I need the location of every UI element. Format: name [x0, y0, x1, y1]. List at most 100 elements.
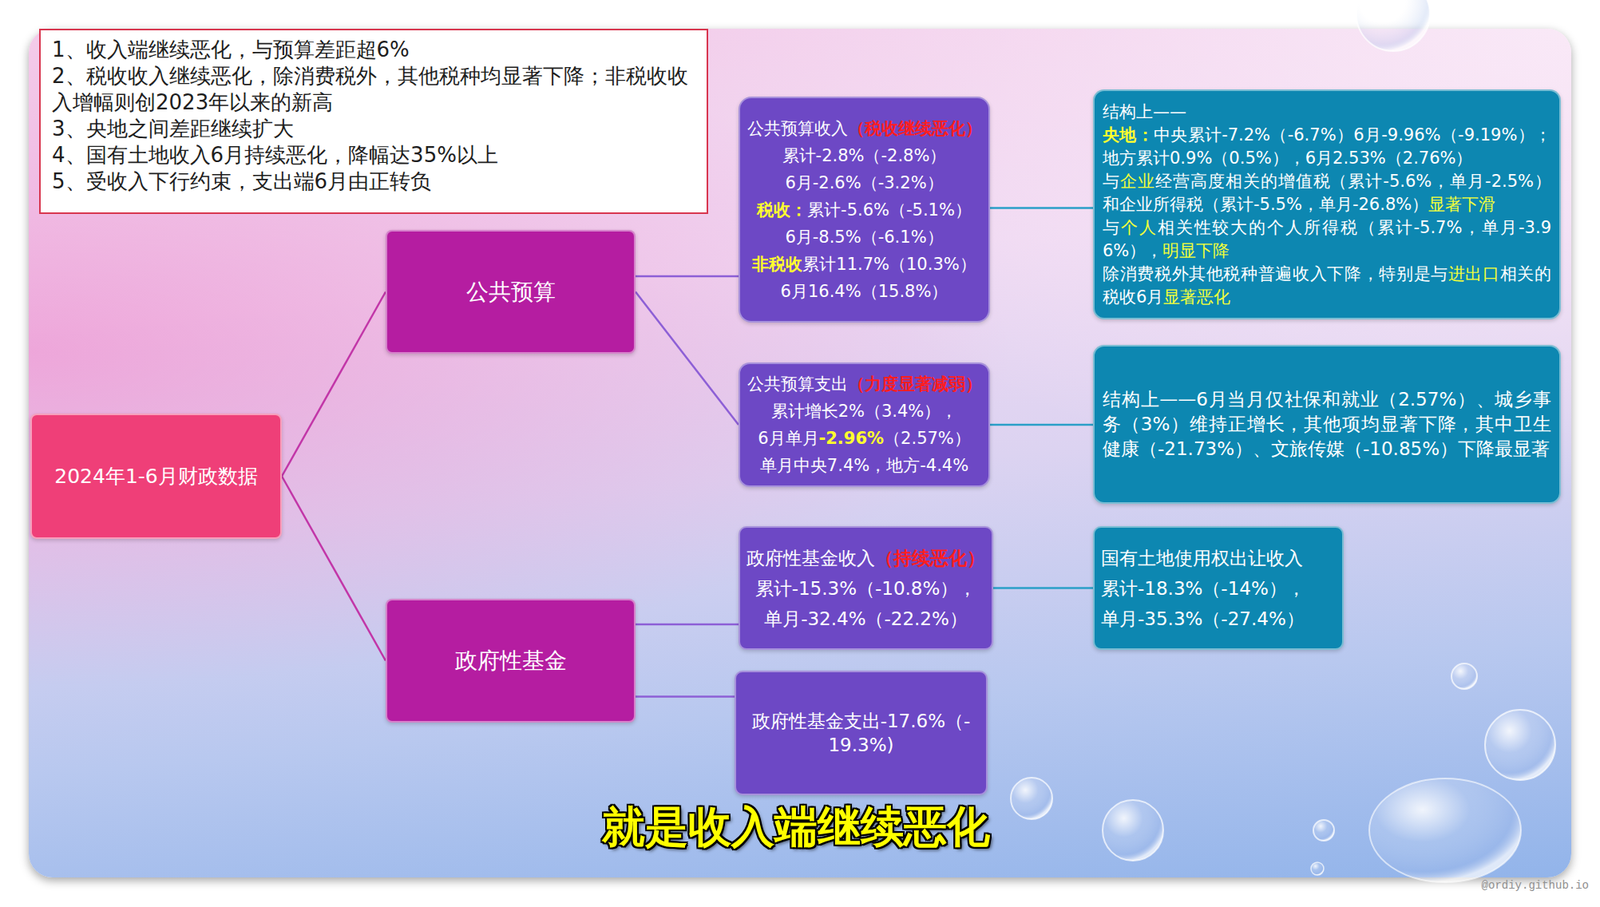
node-text: 3、央地之间差距继续扩大 [51, 116, 294, 141]
data-box: 公共预算收入（税收继续恶化） 累计-2.8%（-2.8%） 6月-2.6%（-3.2… [738, 96, 991, 323]
bubble [1451, 663, 1478, 690]
text-line: 单月-35.3%（-27.4%） [1100, 603, 1336, 634]
bubble [1313, 819, 1335, 841]
bubble [1356, 0, 1430, 52]
category-box: 政府性基金 [385, 598, 636, 723]
text-line: 公共预算收入（税收继续恶化） [744, 114, 984, 143]
bubble [1310, 862, 1324, 876]
node-text: 政府性基金 [455, 647, 567, 674]
text-line: 非税收累计11.7%（10.3%） [744, 250, 984, 278]
connector [990, 206, 1094, 210]
text-line: 2、税收收入继续恶化，除消费税外，其他税种均显著下降；非税收收入增幅则创2023… [51, 63, 696, 116]
text-line: 政府性基金收入（持续恶化） [744, 542, 987, 574]
text-line: 6月16.4%（15.8%） [744, 277, 984, 305]
text-line: 除消费税外其他税种普遍收入下降，特别是与进出口相关的税收6月显著恶化 [1102, 262, 1552, 309]
node-text: 单月-32.4%（-22.2%） [764, 608, 968, 630]
category-box: 公共预算 [385, 229, 636, 354]
node-text: -2.96% [819, 428, 885, 448]
watermark: @ordiy.github.io [1405, 879, 1589, 893]
text-line: 国有土地使用权出让收入 [1100, 542, 1336, 574]
node-text: 税收： [756, 200, 808, 220]
node-text: 个人 [1120, 217, 1158, 238]
text-line: 累计-15.3%（-10.8%）， [744, 573, 987, 604]
node-text: 累计-2.8%（-2.8%） [782, 146, 947, 166]
node-text: 进出口 [1448, 264, 1501, 284]
detail-box: 结构上——央地：中央累计-7.2%（-6.7%）6月-9.96%（-9.19%）… [1093, 89, 1561, 320]
data-box: 政府性基金收入（持续恶化） 累计-15.3%（-10.8%）， 单月-32.4%（-… [738, 526, 994, 650]
bubble [1010, 777, 1053, 820]
node-text: 公共预算 [466, 278, 556, 305]
node-text: 累计-5.6%（-5.1%） [807, 200, 972, 220]
text-line: 4、国有土地收入6月持续恶化，降幅达35%以上 [51, 142, 696, 169]
node-text: 政府性基金支出-17.6%（-19.3%) [752, 710, 971, 756]
text-line: 与个人相关性较大的个人所得税（累计-5.7%，单月-3.96%），明显下降 [1102, 216, 1552, 263]
bubble [1485, 709, 1556, 781]
node-text: 6月16.4%（15.8%） [780, 281, 949, 301]
node-text: 公共预算收入 [747, 118, 848, 139]
text-line: 结构上—— [1102, 100, 1552, 124]
node-text: 央地： [1102, 125, 1154, 145]
node-text: 与 [1102, 171, 1121, 191]
text-line: 累计-18.3%（-14%）， [1100, 573, 1336, 604]
text-line: 3、央地之间差距继续扩大 [51, 115, 696, 143]
text-line: 政府性基金支出-17.6%（-19.3%) [748, 708, 974, 757]
text-line: 累计增长2%（3.4%）， [744, 397, 984, 425]
node-text: 累计-15.3%（-10.8%）， [755, 578, 978, 599]
text-line: 6月-2.6%（-3.2%） [744, 169, 984, 197]
node-text: 企业 [1120, 171, 1156, 191]
text-line: 公共预算支出（力度显著减弱） [744, 370, 984, 398]
connector [993, 586, 1094, 590]
bubble [1369, 778, 1521, 883]
connector [281, 292, 386, 477]
summary-box: 1、收入端继续恶化，与预算差距超6%2、税收收入继续恶化，除消费税外，其他税种均… [39, 28, 709, 214]
text-line: 税收：累计-5.6%（-5.1%） [744, 196, 984, 224]
connector [635, 695, 735, 698]
node-text: （税收继续恶化） [847, 118, 983, 139]
text-line: 5、受收入下行约束，支出端6月由正转负 [51, 168, 696, 195]
connector [635, 292, 739, 426]
text-line: 结构上——6月当月仅社保和就业（2.57%）、城乡事务（3%）维持正增长，其他项… [1102, 387, 1552, 462]
node-text: 5、受收入下行约束，支出端6月由正转负 [51, 169, 432, 194]
node-text: 2、税收收入继续恶化，除消费税外，其他税种均显著下降；非税收收入增幅则创2023… [51, 63, 689, 115]
node-text: （力度显著减弱） [847, 374, 983, 394]
node-text: 6月-8.5%（-6.1%） [784, 227, 943, 247]
detail-box: 结构上——6月当月仅社保和就业（2.57%）、城乡事务（3%）维持正增长，其他项… [1093, 344, 1561, 504]
connector [990, 423, 1094, 427]
text-line: 2024年1-6月财政数据 [39, 463, 273, 490]
node-text: （持续恶化） [875, 547, 986, 569]
node-text: 结构上—— [1102, 102, 1187, 122]
text-line: 政府性基金 [395, 647, 626, 675]
text-line: 央地：中央累计-7.2%（-6.7%）6月-9.96%（-9.19%）；地方累计… [1102, 123, 1552, 171]
text-line: 累计-2.8%（-2.8%） [744, 142, 984, 170]
node-text: 明显下降 [1162, 241, 1230, 261]
bubble [1102, 800, 1164, 861]
node-text: 6月-2.6%（-3.2%） [784, 173, 943, 193]
text-line: 与企业经营高度相关的增值税（累计-5.6%，单月-2.5%）和企业所得税（累计-… [1102, 170, 1552, 217]
detail-box: 国有土地使用权出让收入累计-18.3%（-14%）， 单月-35.3%（-27.4… [1093, 526, 1344, 650]
node-text: 单月-35.3%（-27.4%） [1100, 608, 1305, 630]
node-text: 显著恶化 [1163, 287, 1231, 307]
text-line: 公共预算 [395, 278, 626, 306]
node-text: 非税收 [752, 254, 803, 274]
node-text: 累计增长2%（3.4%）， [771, 401, 959, 421]
text-line: 6月单月-2.96%（2.57%） [744, 424, 984, 452]
node-text: 国有土地使用权出让收入 [1100, 547, 1303, 569]
node-text: （2.57%） [883, 428, 971, 448]
connector [635, 623, 739, 626]
node-text: 2024年1-6月财政数据 [54, 464, 258, 488]
node-text: 单月中央7.4%，地方-4.4% [760, 455, 969, 476]
root-box: 2024年1-6月财政数据 [30, 413, 282, 539]
node-text: 累计11.7%（10.3%） [802, 254, 976, 274]
node-text: 显著下滑 [1428, 194, 1496, 214]
connector [281, 476, 386, 662]
data-box: 政府性基金支出-17.6%（-19.3%) [734, 670, 988, 796]
text-line: 1、收入端继续恶化，与预算差距超6% [51, 36, 696, 64]
node-text: 1、收入端继续恶化，与预算差距超6% [51, 37, 410, 62]
node-text: 公共预算支出 [747, 374, 848, 394]
text-line: 6月-8.5%（-6.1%） [744, 223, 984, 251]
data-box: 公共预算支出（力度显著减弱） 累计增长2%（3.4%）， 6月单月-2.96%（2.… [738, 362, 991, 488]
node-text: 4、国有土地收入6月持续恶化，降幅达35%以上 [51, 142, 499, 167]
text-line: 单月中央7.4%，地方-4.4% [744, 451, 984, 480]
node-text: 除消费税外其他税种普遍收入下降，特别是与 [1102, 264, 1449, 284]
video-subtitle: 就是收入端继续恶化 [316, 801, 1276, 854]
